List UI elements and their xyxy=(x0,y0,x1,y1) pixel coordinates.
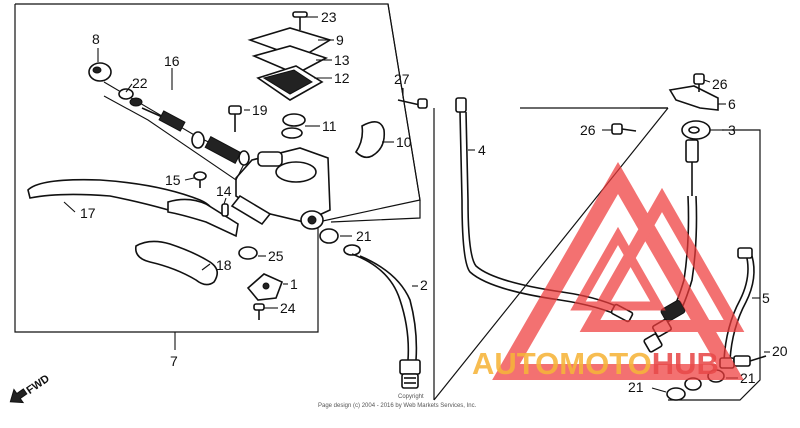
callout-18: 18 xyxy=(216,257,232,273)
callout-21-left: 21 xyxy=(356,228,372,244)
callout-24: 24 xyxy=(280,300,296,316)
copyright-line-1: Copyright xyxy=(398,394,424,400)
screw-23 xyxy=(292,11,308,30)
diaphragm-plate-13 xyxy=(251,45,329,75)
callout-12: 12 xyxy=(334,70,350,86)
brake-hose-2 xyxy=(319,228,421,389)
frame-caliper-hose xyxy=(668,129,761,401)
callout-4: 4 xyxy=(478,142,486,158)
callout-26-top: 26 xyxy=(712,76,728,92)
callout-13: 13 xyxy=(334,52,350,68)
bolt-26-top xyxy=(693,73,705,92)
cap-8 xyxy=(88,62,112,82)
callout-25: 25 xyxy=(268,248,284,264)
master-cylinder-body xyxy=(230,147,331,230)
washer-11b xyxy=(281,127,303,139)
clamp-6 xyxy=(668,85,719,111)
callout-17: 17 xyxy=(80,205,96,221)
lever-pivot-17 xyxy=(167,198,239,238)
callout-21-bottom: 21 xyxy=(628,379,644,395)
joint-3 xyxy=(681,120,711,196)
spring-14 xyxy=(221,203,229,217)
watermark: AUTOMOTOHUB xyxy=(472,161,745,381)
callout-26-left: 26 xyxy=(580,122,596,138)
callout-9: 9 xyxy=(336,32,344,48)
pin-15 xyxy=(193,171,207,188)
callout-7: 7 xyxy=(170,353,178,369)
bolt-19 xyxy=(228,105,242,132)
callout-21-right: 21 xyxy=(740,370,756,386)
callout-14: 14 xyxy=(216,183,232,199)
bolt-27 xyxy=(397,98,428,109)
diaphragm-12 xyxy=(256,65,324,101)
bolt-26-left xyxy=(611,123,637,135)
frame-right-slant xyxy=(433,107,669,401)
callout-3: 3 xyxy=(728,122,736,138)
bolt-20 xyxy=(733,355,767,367)
grommet-25 xyxy=(238,246,258,260)
lever-cover-18 xyxy=(134,240,218,286)
callout-16: 16 xyxy=(164,53,180,69)
callout-6: 6 xyxy=(728,96,736,112)
watermark-text: AUTOMOTOHUB xyxy=(472,346,719,381)
piston-set-22 xyxy=(118,88,250,166)
watermark-logo-icon xyxy=(492,161,745,380)
washer-21-bottom xyxy=(666,387,686,401)
washer-11a xyxy=(282,113,306,127)
copyright-line-2: Page design (c) 2004 - 2016 by Web Marke… xyxy=(318,403,477,409)
callout-19: 19 xyxy=(252,102,268,118)
forward-label: FWD xyxy=(24,373,51,397)
callout-2: 2 xyxy=(420,277,428,293)
callout-11: 11 xyxy=(322,118,337,134)
callout-20: 20 xyxy=(772,343,788,359)
callout-5: 5 xyxy=(762,290,770,306)
watermark-text-red: HUB xyxy=(652,346,719,381)
callout-8: 8 xyxy=(92,31,100,47)
forward-arrow-icon xyxy=(9,388,28,404)
callout-10: 10 xyxy=(396,134,412,150)
callout-27: 27 xyxy=(394,71,410,87)
switch-1 xyxy=(246,273,284,301)
callout-labels: 8 16 22 23 9 13 12 19 11 10 27 4 15 14 1… xyxy=(80,9,788,395)
leader-lines xyxy=(63,16,770,393)
frame-left-bracket xyxy=(330,3,421,223)
callout-1: 1 xyxy=(290,276,298,292)
forward-indicator: FWD xyxy=(9,373,52,404)
callout-22: 22 xyxy=(132,75,148,91)
watermark-text-orange: AUTOMOTO xyxy=(472,346,652,381)
screw-24 xyxy=(253,303,265,320)
callout-23: 23 xyxy=(321,9,337,25)
callout-15: 15 xyxy=(165,172,181,188)
bracket-10 xyxy=(354,121,386,159)
